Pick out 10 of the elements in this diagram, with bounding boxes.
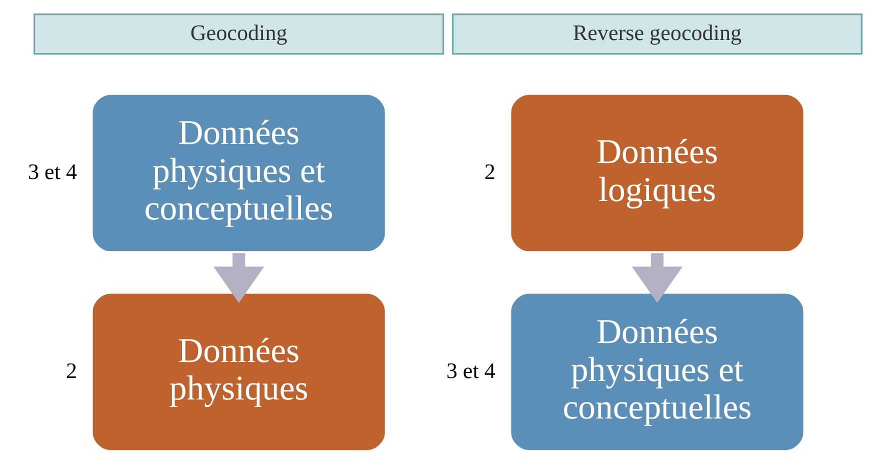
- node-label: 2: [484, 158, 496, 184]
- node-label: 3 et 4: [28, 158, 78, 184]
- arrow: [213, 253, 264, 303]
- node-box: Geocoding: [34, 14, 444, 55]
- node-box: Données logiques: [508, 92, 806, 254]
- arrow: [632, 253, 683, 303]
- node-label: 3 et 4: [446, 358, 496, 383]
- node-box: Reverse geocoding: [452, 14, 862, 55]
- node-label: 2: [66, 358, 77, 383]
- node-box: Données physiques et conceptuelles: [508, 290, 806, 454]
